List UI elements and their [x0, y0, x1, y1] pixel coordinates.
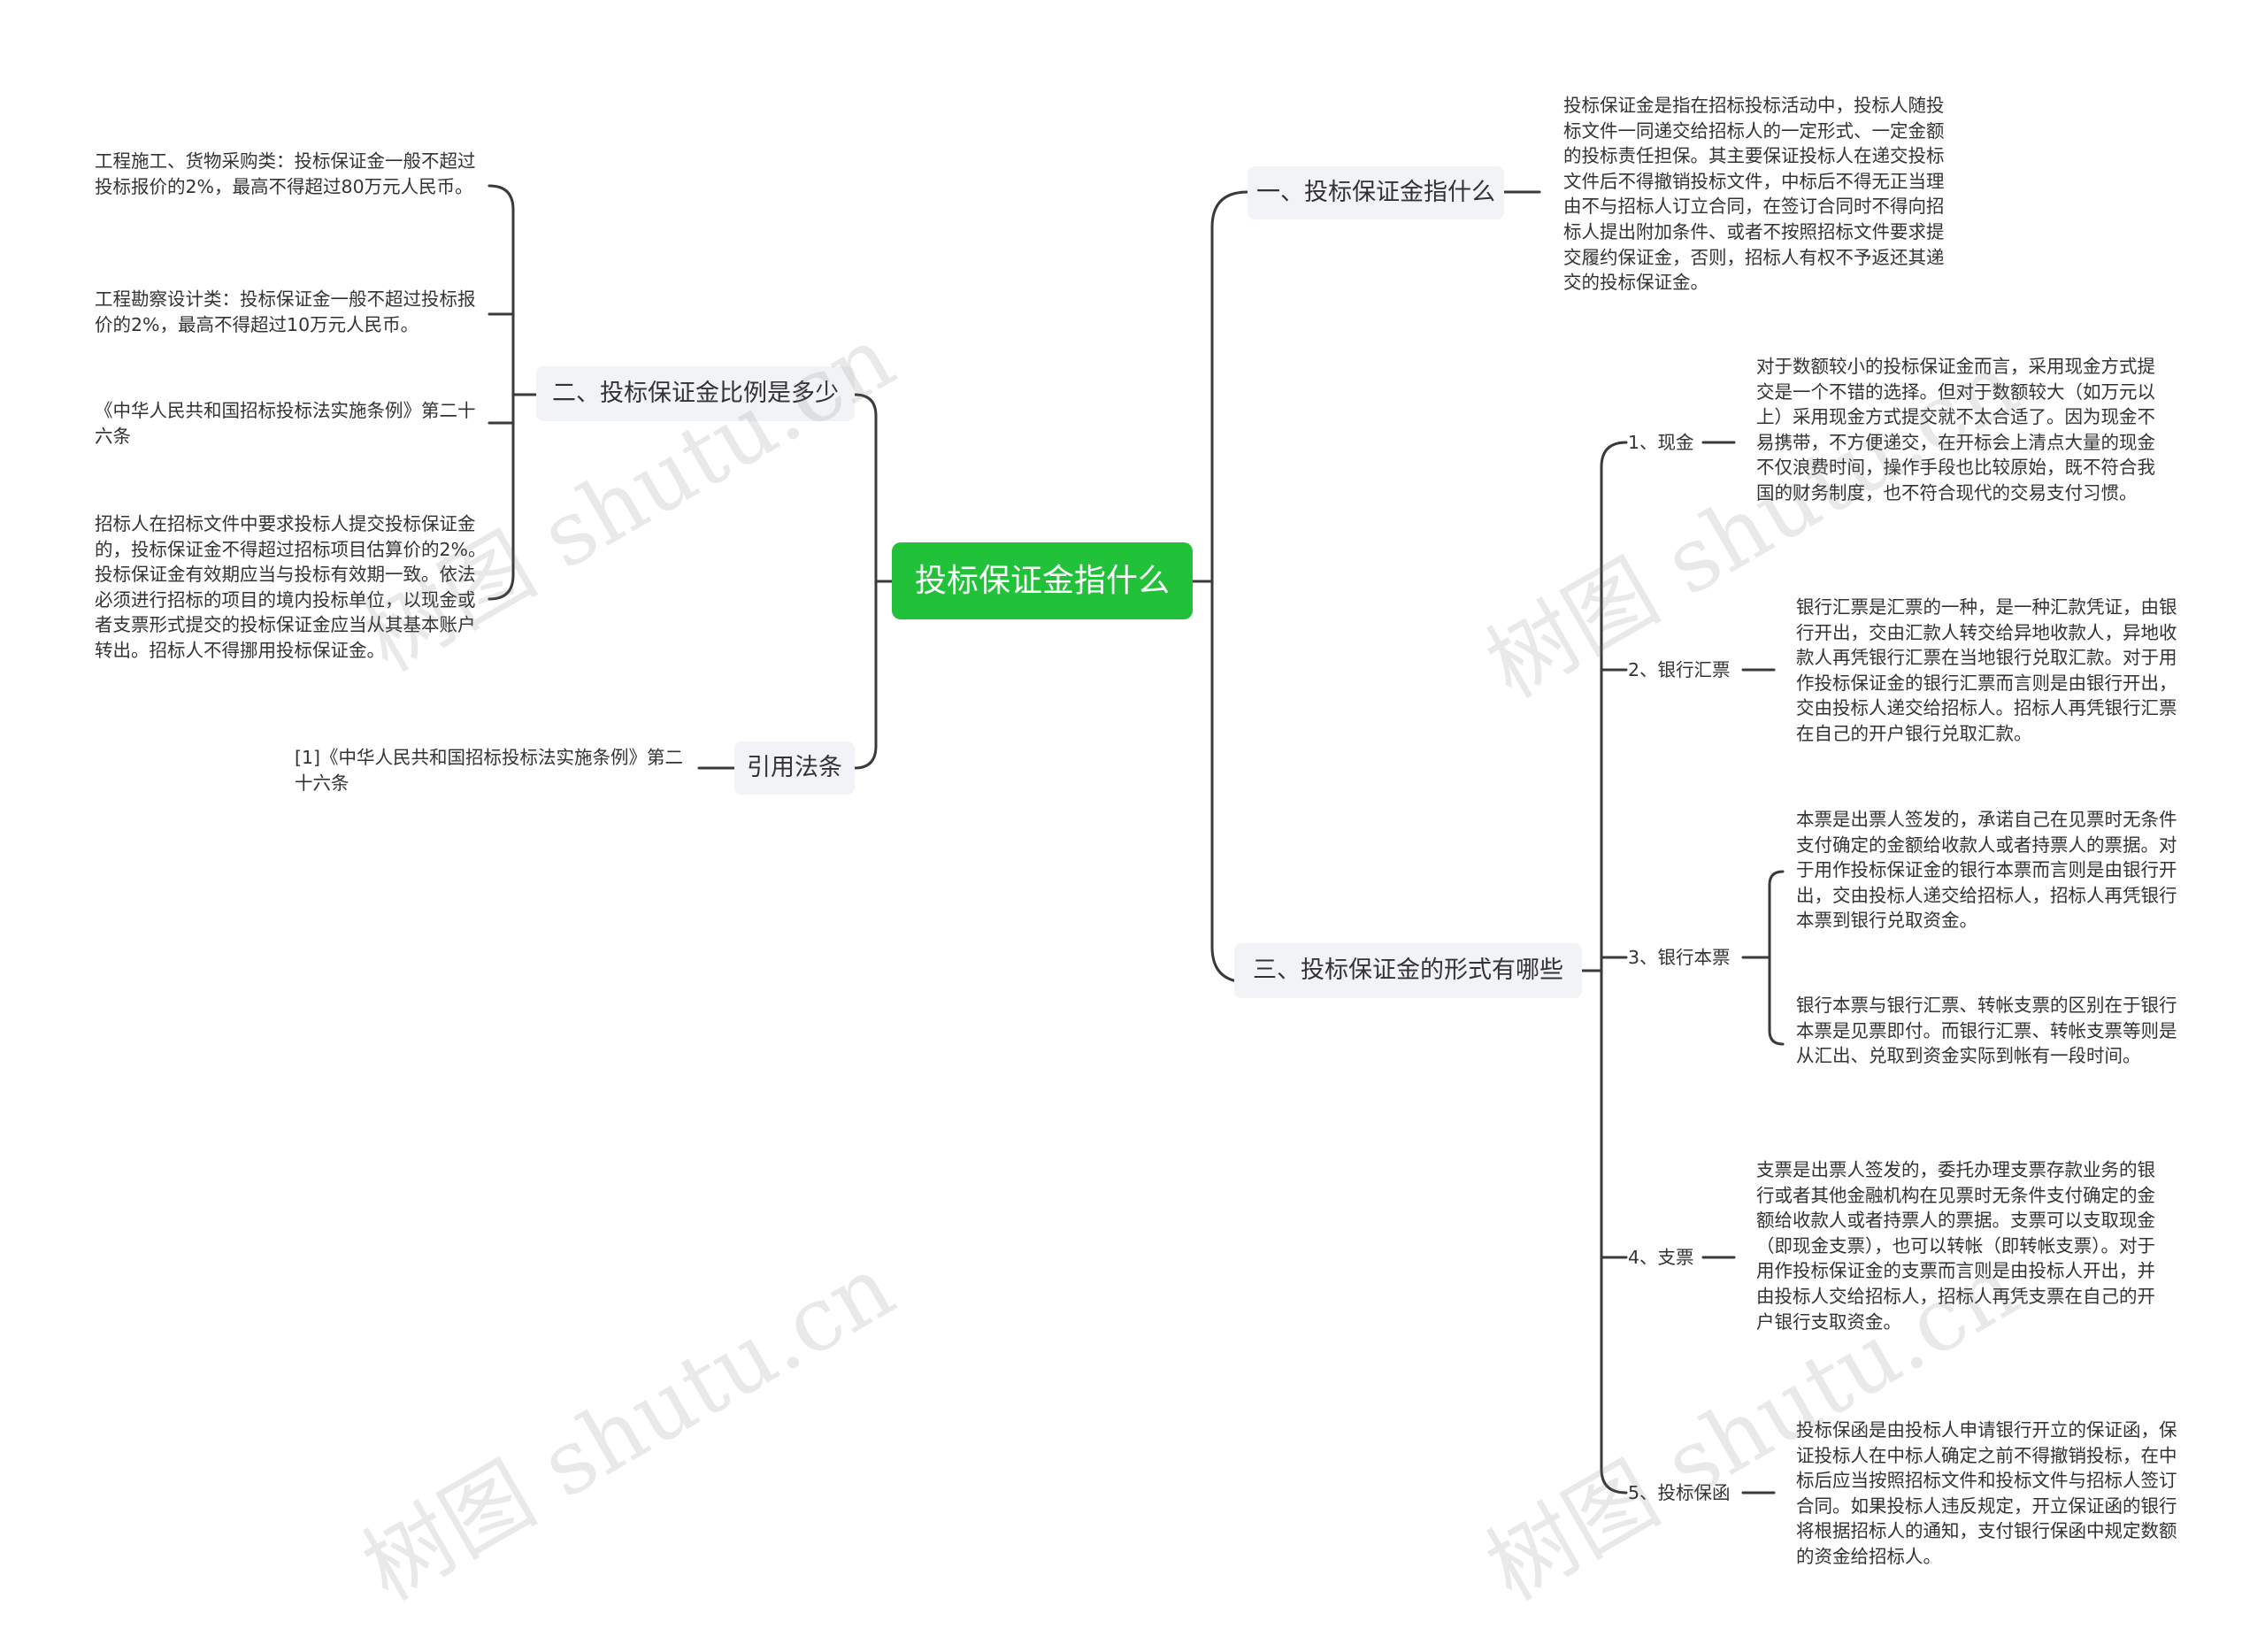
branch-label-4: 引用法条 — [747, 754, 842, 781]
sub-node-cash[interactable]: 1、现金 — [1628, 432, 1694, 453]
branch-2-leaf-3: 《中华人民共和国招标投标法实施条例》第二十六条 — [95, 400, 476, 447]
sub-text-cashier-check-2: 银行本票与银行汇票、转帐支票的区别在于银行本票是见票即付。而银行汇票、转帐支票等… — [1796, 995, 2177, 1067]
sub-node-cashier-check[interactable]: 3、银行本票 — [1628, 947, 1731, 968]
sub-node-bid-guarantee[interactable]: 5、投标保函 — [1628, 1482, 1731, 1503]
branch-node-2[interactable]: 二、投标保证金比例是多少 — [536, 366, 855, 421]
branch-2-leaf-2: 工程勘察设计类：投标保证金一般不超过投标报价的2%，最高不得超过10万元人民币。 — [95, 288, 476, 335]
branch-2-leaf-4: 招标人在招标文件中要求投标人提交投标保证金的，投标保证金不得超过招标项目估算价的… — [95, 513, 487, 661]
sub-node-bank-draft[interactable]: 2、银行汇票 — [1628, 659, 1731, 680]
sub-text-cash: 对于数额较小的投标保证金而言，采用现金方式提交是一个不错的选择。但对于数额较大（… — [1756, 356, 2155, 503]
branch-node-1[interactable]: 一、投标保证金指什么 — [1248, 166, 1504, 219]
branch-4-text: [1]《中华人民共和国招标投标法实施条例》第二十六条 — [295, 747, 684, 794]
sub-text-cashier-check-1: 本票是出票人签发的，承诺自己在见票时无条件支付确定的金额给收款人或者持票人的票据… — [1796, 809, 2177, 932]
root-label: 投标保证金指什么 — [914, 563, 1170, 599]
branch-label-3: 三、投标保证金的形式有哪些 — [1253, 957, 1563, 984]
branch-node-3[interactable]: 三、投标保证金的形式有哪些 — [1234, 943, 1582, 998]
root-node[interactable]: 投标保证金指什么 — [892, 542, 1193, 619]
branch-1-text: 投标保证金是指在招标投标活动中，投标人随投标文件一同递交给招标人的一定形式、一定… — [1563, 95, 1945, 294]
sub-text-check: 支票是出票人签发的，委托办理支票存款业务的银行或者其他金融机构在见票时无条件支付… — [1756, 1159, 2155, 1333]
sub-text-bid-guarantee: 投标保函是由投标人申请银行开立的保证函，保证投标人在中标人确定之前不得撤销投标，… — [1796, 1419, 2177, 1567]
sub-text-bank-draft: 银行汇票是汇票的一种，是一种汇款凭证，由银行开出，交由汇款人转交给异地收款人，异… — [1796, 596, 2177, 744]
sub-node-check[interactable]: 4、支票 — [1628, 1247, 1694, 1268]
branch-label-1: 一、投标保证金指什么 — [1256, 179, 1495, 206]
branch-node-4[interactable]: 引用法条 — [734, 741, 855, 795]
branch-label-2: 二、投标保证金比例是多少 — [552, 380, 839, 407]
branch-2-leaf-1: 工程施工、货物采购类：投标保证金一般不超过投标报价的2%，最高不得超过80万元人… — [95, 150, 476, 197]
